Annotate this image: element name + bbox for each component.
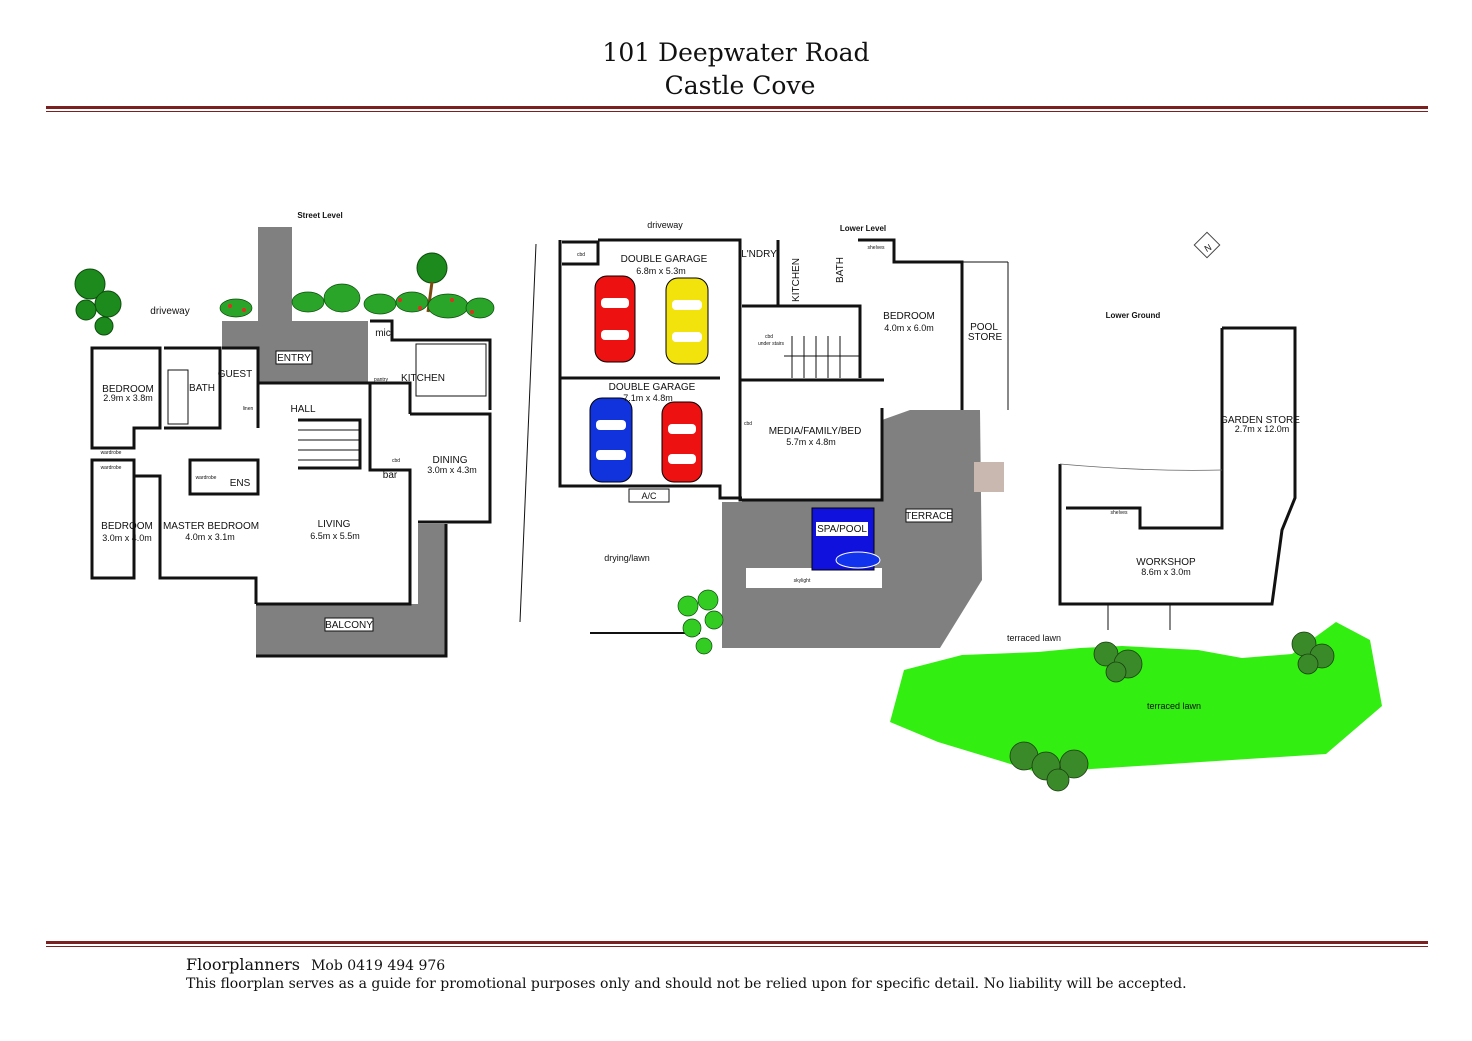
bedroom1-name: BEDROOM — [102, 384, 154, 395]
car-icon — [589, 397, 633, 483]
lower-ground-label: Lower Ground — [1106, 311, 1161, 320]
company-name: Floorplanners — [186, 955, 300, 974]
compass-icon — [1193, 231, 1221, 259]
bath-label: BATH — [189, 383, 215, 394]
lower-driveway-label: driveway — [647, 220, 683, 230]
bedroom1-size: 2.9m x 3.8m — [103, 393, 153, 403]
living-size: 6.5m x 5.5m — [310, 531, 360, 541]
bathtub — [167, 369, 189, 425]
shrub-icon — [1291, 631, 1335, 675]
garage1-name: DOUBLE GARAGE — [621, 254, 708, 265]
master-bedroom-name: MASTER BEDROOM — [163, 521, 259, 532]
cbd-under-label: cbd — [765, 334, 773, 340]
address-line-1: 101 Deepwater Road — [602, 38, 870, 67]
bedroom2-size: 3.0m x 4.0m — [102, 533, 152, 543]
shrub-icon — [1093, 641, 1143, 683]
terrace-label: TERRACE — [905, 511, 953, 522]
lower-level-plan: driveway Lower Level cbd DOUBLE GARAGE 6… — [519, 220, 1009, 655]
wardrobe-label: wardrobe — [196, 475, 217, 481]
living-name: LIVING — [318, 519, 351, 530]
compass-north-label: N — [1203, 242, 1214, 254]
terraced-lawn-label: terraced lawn — [1007, 633, 1061, 643]
media-room-name: MEDIA/FAMILY/BED — [769, 426, 862, 437]
dining-name: DINING — [433, 455, 468, 466]
footer-rule — [46, 941, 1428, 944]
header-rule — [46, 106, 1428, 109]
kitchen-label: KITCHEN — [401, 373, 445, 384]
flower-dots — [228, 298, 474, 314]
balcony-label: BALCONY — [325, 620, 373, 631]
spa-pool-label: SPA/POOL — [817, 524, 867, 535]
drying-lawn-label: drying/lawn — [604, 553, 650, 563]
disclaimer: This floorplan serves as a guide for pro… — [186, 976, 1187, 992]
wardrobe-label: wardrobe — [101, 450, 122, 456]
pool-store-line1: POOL — [970, 322, 998, 333]
lower-shelves-label: shelves — [868, 245, 885, 251]
ens-label: ENS — [230, 478, 251, 489]
car-icon — [661, 401, 703, 483]
footer-contact: Floorplanners Mob 0419 494 976 — [186, 955, 445, 974]
workshop-name: WORKSHOP — [1136, 557, 1196, 568]
media-room-size: 5.7m x 4.8m — [786, 437, 836, 447]
cbd-label: cbd — [392, 458, 400, 464]
garden-store-name: GARDEN STORE — [1220, 415, 1300, 426]
pool-store-line2: STORE — [968, 332, 1003, 343]
under-stairs-label: under stairs — [758, 341, 785, 347]
guest-label: GUEST — [218, 369, 252, 380]
lower-bedroom-size: 4.0m x 6.0m — [884, 323, 934, 333]
bar-label: bar — [383, 470, 398, 481]
address-line-2: Castle Cove — [664, 71, 816, 100]
wardrobe-label: wardrobe — [101, 465, 122, 471]
garage1-size: 6.8m x 5.3m — [636, 266, 686, 276]
garden-store-size: 2.7m x 12.0m — [1235, 424, 1290, 434]
driveway-label: driveway — [150, 306, 189, 317]
master-bedroom-size: 4.0m x 3.1m — [185, 532, 235, 542]
header-rule-thin — [46, 111, 1428, 112]
street-level-plan: Street Level driveway ENTRY BEDROOM 2.9m… — [74, 211, 495, 658]
dining-size: 3.0m x 4.3m — [427, 465, 477, 475]
lower-stairs — [784, 336, 860, 378]
car-icon — [665, 277, 709, 365]
lower-bath-label: BATH — [835, 257, 846, 283]
terraced-lawn-label: terraced lawn — [1147, 701, 1201, 711]
lower-cbd2-label: cbd — [744, 421, 752, 427]
planter-icon — [974, 462, 1004, 492]
tree-icon — [416, 252, 448, 313]
skylight-label: skylight — [794, 578, 811, 584]
footer-rule-thin — [46, 946, 1428, 947]
linen-label: linen — [243, 406, 254, 412]
skylight-strip — [746, 568, 882, 588]
street-stairs — [298, 429, 360, 461]
car-icon — [594, 275, 636, 363]
tree-icon — [74, 268, 122, 336]
lower-ground-plan: N Lower Ground GARDEN STORE 2.7m x 12.0m… — [890, 231, 1382, 792]
entry-label: ENTRY — [277, 353, 311, 364]
spa-tub — [835, 551, 881, 569]
pantry-label: pantry — [374, 377, 388, 383]
lower-cbd1-label: cbd — [577, 252, 585, 258]
lower-bedroom-name: BEDROOM — [883, 311, 935, 322]
garage2-name: DOUBLE GARAGE — [609, 382, 696, 393]
terraced-lawn-area — [890, 622, 1382, 772]
tree-icon — [677, 589, 724, 655]
workshop-shelves-label: shelves — [1111, 510, 1128, 516]
lower-level-label: Lower Level — [840, 224, 886, 233]
garage2-size: 7.1m x 4.8m — [623, 393, 673, 403]
hall-label: HALL — [290, 404, 315, 415]
kitchen-bench — [415, 343, 487, 397]
ac-label: A/C — [641, 491, 657, 501]
lower-kitchen-label: KITCHEN — [791, 258, 802, 302]
mobile-number: Mob 0419 494 976 — [311, 958, 446, 974]
mic-label: mic — [375, 328, 391, 339]
workshop-size: 8.6m x 3.0m — [1141, 567, 1191, 577]
laundry-label: L'NDRY — [741, 249, 777, 260]
bedroom2-name: BEDROOM — [101, 521, 153, 532]
shrub-icon — [1009, 741, 1089, 792]
street-level-label: Street Level — [297, 211, 342, 220]
entry-paving — [222, 227, 368, 383]
balcony-paving — [256, 524, 446, 656]
